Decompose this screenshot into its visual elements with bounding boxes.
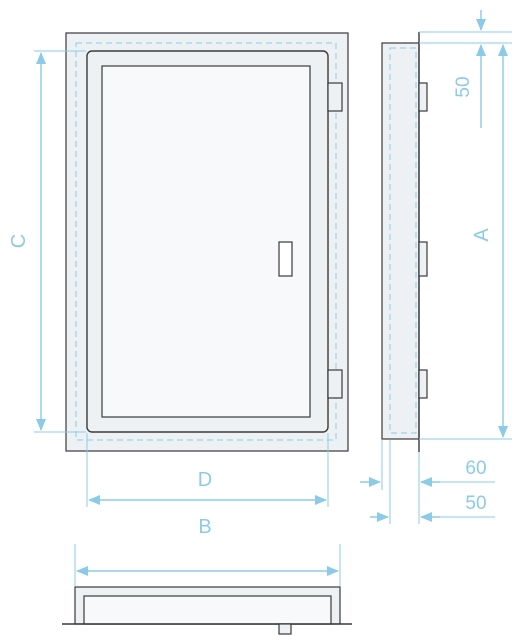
side-view <box>381 32 428 452</box>
label-50-bottom: 50 <box>465 493 486 514</box>
label-50-top: 50 <box>453 76 474 97</box>
label-b: B <box>198 516 211 538</box>
label-60: 60 <box>465 458 486 479</box>
side-dashed-line <box>389 47 417 434</box>
side-hinge-top <box>418 82 428 112</box>
dimension-c: C <box>8 50 86 433</box>
label-d: D <box>198 469 212 491</box>
label-a: A <box>471 228 493 242</box>
label-c: C <box>8 234 30 248</box>
bottom-view <box>62 586 352 635</box>
side-hinge-bottom <box>418 369 428 399</box>
side-body <box>381 42 420 440</box>
front-hinge-bottom <box>327 369 343 399</box>
dimension-50-top: 50 <box>419 10 512 128</box>
bottom-handle <box>278 623 292 635</box>
dimension-b <box>74 544 341 586</box>
front-view <box>65 32 349 452</box>
dimension-depth: 60 50 <box>360 440 495 524</box>
dimension-a: A <box>419 44 512 440</box>
front-hinge-top <box>327 82 343 112</box>
front-dashed-opening <box>75 42 337 441</box>
door-handle <box>278 241 293 277</box>
side-hinge-middle <box>418 241 428 277</box>
bottom-inner <box>83 595 332 625</box>
dimension-d: D <box>86 433 329 507</box>
door-panel <box>101 65 311 418</box>
